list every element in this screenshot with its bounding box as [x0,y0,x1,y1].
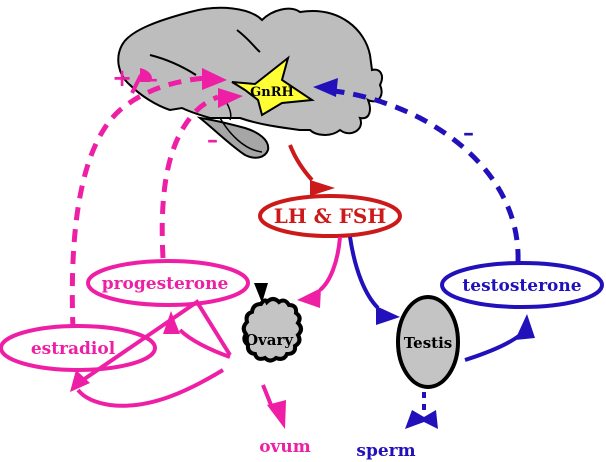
testosterone-label: testosterone [462,276,581,296]
ovary-input-arrowhead [254,283,268,303]
testis-to-testosterone-line [464,333,522,362]
testis-ellipse [396,295,460,389]
brain-stem [196,116,270,159]
ovary-label: Ovary [245,331,294,349]
progesterone-ellipse [86,259,250,307]
estradiol-feedback-arrowhead [202,68,227,90]
lh-fsh-ellipse [258,194,402,238]
testis-to-sperm-arrowhead [405,410,438,429]
lh-fsh-node[interactable]: LH & FSH [258,194,402,238]
testosterone-feedback-arrowhead [313,78,338,97]
gnrh-to-lhfsh-arrowhead [310,180,335,196]
testosterone-feedback-line [324,87,521,263]
testis-to-testosterone-arrowhead [515,314,535,340]
testis-node[interactable]: Testis [396,295,460,389]
lhfsh-to-testis-line [348,236,380,310]
lhfsh-to-ovary-line [318,236,342,292]
ovary-shape [241,297,303,363]
ovary-to-estradiol-line [76,368,225,408]
sperm-label: sperm [356,441,415,461]
brain-cortex [117,6,383,136]
ovary-progesterone-cross-line [78,299,232,384]
gnrh-node[interactable]: GnRH [231,55,315,117]
plus-sign: + [112,63,132,92]
testis-label: Testis [404,334,453,352]
testosterone-ellipse [440,261,604,309]
progesterone-label: progesterone [102,274,229,294]
progesterone-node[interactable]: progesterone [86,259,250,307]
testosterone-minus-sign: – [463,120,474,146]
estradiol-feedback-line [69,75,206,331]
lh-fsh-label: LH & FSH [274,204,386,228]
estradiol-feedback-sign: + – [112,63,158,94]
progesterone-minus-sign: – [207,127,218,153]
minus-sign-estradiol: – [147,66,158,92]
brain-illustration [117,6,383,159]
ovary-to-progesterone-arrowhead [163,311,180,334]
lhfsh-to-testis-arrowhead [376,306,400,325]
ovum-label: ovum [259,437,311,457]
ovary-to-progesterone-line [178,328,231,359]
gnrh-star-shape [231,55,315,117]
ovary-to-estradiol-arrowhead [70,370,90,392]
lhfsh-to-ovary-arrowhead [297,288,321,308]
estradiol-label: estradiol [31,339,116,359]
ovary-node[interactable]: Ovary [241,297,303,363]
gnrh-to-lhfsh-line [288,144,314,182]
progesterone-feedback-arrowhead [218,88,243,108]
gnrh-label: GnRH [250,85,294,100]
testosterone-node[interactable]: testosterone [440,261,604,309]
ovary-to-ovum-arrowhead [267,400,286,429]
